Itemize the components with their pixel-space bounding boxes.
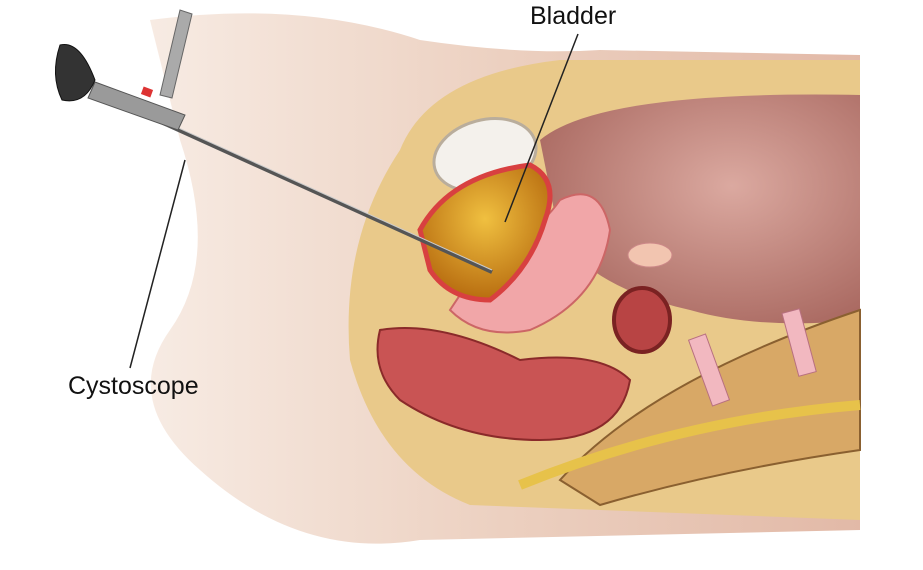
cystoscope-leader-line — [129, 159, 186, 369]
bladder — [417, 162, 553, 303]
abdominal-cavity — [540, 94, 860, 324]
bladder-leader-line — [504, 33, 579, 223]
ovary — [627, 242, 673, 268]
vertebral-discs — [687, 308, 817, 407]
spinal-cord — [518, 400, 861, 490]
colon — [612, 286, 672, 354]
spine — [558, 308, 861, 507]
cystoscope-label: Cystoscope — [68, 372, 199, 400]
bladder-label: Bladder — [530, 2, 617, 30]
rectum — [376, 327, 632, 442]
cystoscope — [55, 9, 493, 274]
